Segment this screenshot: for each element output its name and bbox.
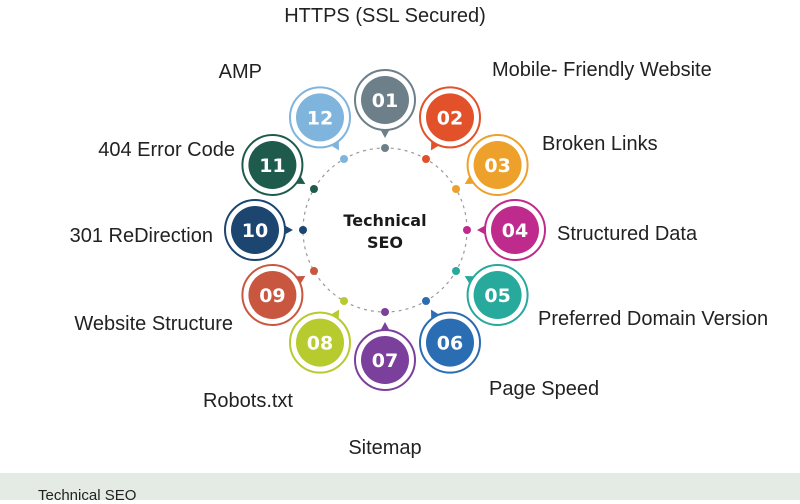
step-number: 04	[502, 220, 528, 242]
step-04: 04	[463, 199, 546, 261]
label-07: Sitemap	[348, 437, 422, 459]
step-08: 08	[289, 297, 351, 374]
label-03: Broken Links	[542, 133, 658, 155]
ring-dot	[381, 144, 389, 152]
label-09: Website Structure	[74, 313, 233, 335]
label-08: Robots.txt	[202, 390, 293, 412]
bubble-fill	[248, 271, 297, 319]
bubble-fill	[296, 318, 344, 367]
ring-dot	[452, 185, 461, 193]
center-title-line1: Technical	[343, 211, 426, 230]
bubble-fill	[248, 141, 297, 189]
label-02: Mobile- Friendly Website	[492, 59, 712, 81]
bubble-fill	[426, 318, 474, 367]
ring-dot	[340, 297, 348, 306]
step-03: 03	[452, 134, 529, 196]
ring-dot	[381, 308, 389, 316]
label-04: Structured Data	[557, 223, 698, 245]
bubble-fill	[296, 93, 344, 142]
center-dashed-ring	[302, 147, 468, 313]
footer-bar: Technical SEO	[0, 473, 800, 504]
step-10: 10	[224, 199, 307, 261]
bubble-fill	[426, 93, 474, 142]
label-01: HTTPS (SSL Secured)	[284, 5, 486, 27]
step-12: 12	[289, 86, 351, 163]
step-number: 02	[437, 107, 463, 129]
bubble-fill	[473, 271, 522, 319]
step-number: 11	[259, 155, 285, 177]
step-09: 09	[241, 264, 318, 326]
step-number: 08	[307, 333, 333, 355]
step-number: 03	[484, 155, 510, 177]
step-11: 11	[241, 134, 318, 196]
ring-dot	[309, 267, 318, 275]
label-12: AMP	[218, 61, 262, 83]
ring-dot	[463, 226, 471, 234]
step-05: 05	[452, 264, 529, 326]
bubble-fill	[491, 206, 539, 254]
step-07: 07	[354, 308, 416, 391]
label-05: Preferred Domain Version	[538, 308, 769, 330]
ring-dot	[299, 226, 307, 234]
ring-dot	[309, 185, 318, 193]
bubble-fill	[361, 336, 409, 384]
step-02: 02	[419, 86, 481, 163]
step-number: 09	[259, 285, 285, 307]
step-06: 06	[419, 297, 481, 374]
step-01: 01	[354, 69, 416, 152]
ring-dot	[340, 154, 348, 163]
step-number: 01	[372, 90, 398, 112]
seo-cycle-diagram: Technical SEO 01 02 03 04 05 06 07 08 09 10 11 12	[224, 69, 546, 391]
bubble-fill	[361, 76, 409, 124]
ring-dot	[452, 267, 461, 275]
step-number: 12	[307, 107, 333, 129]
footer-title: Technical SEO	[38, 487, 137, 504]
label-11: 404 Error Code	[98, 139, 235, 161]
label-10: 301 ReDirection	[69, 225, 213, 247]
step-number: 10	[242, 220, 268, 242]
bubble-fill	[473, 141, 522, 189]
step-number: 05	[484, 285, 510, 307]
step-number: 06	[437, 333, 463, 355]
ring-dot	[422, 154, 430, 163]
label-06: Page Speed	[489, 378, 600, 400]
step-number: 07	[372, 350, 398, 372]
bubble-fill	[231, 206, 279, 254]
center-title-line2: SEO	[367, 233, 403, 252]
ring-dot	[422, 297, 430, 306]
